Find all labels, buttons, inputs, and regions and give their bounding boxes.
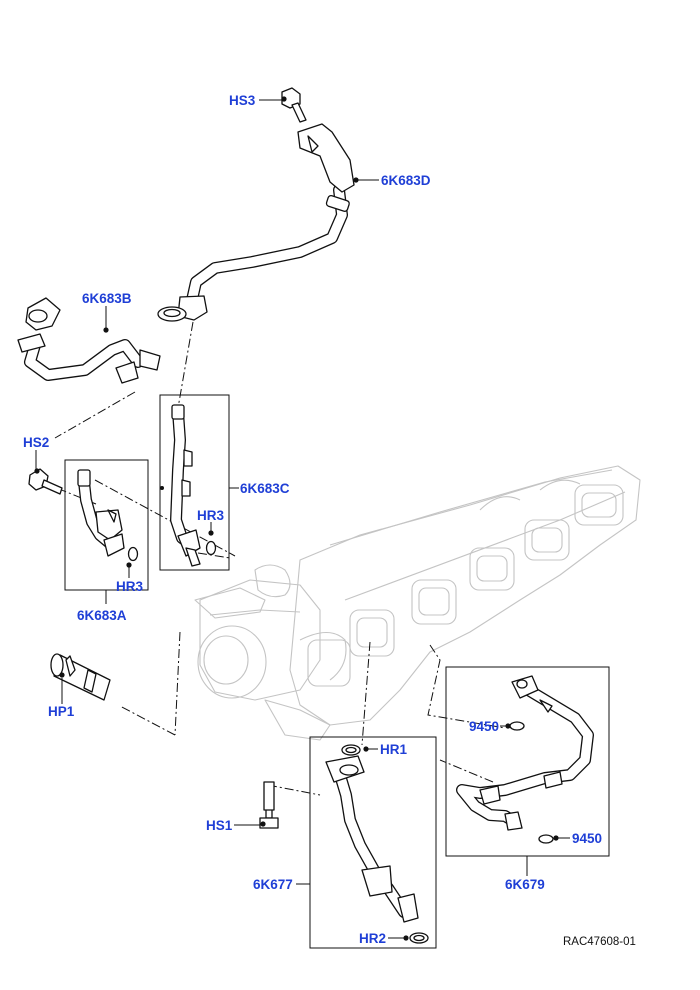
bolt-hs1	[259, 781, 279, 829]
pipe-6k683c	[160, 404, 201, 567]
label-6k677: 6K677	[253, 877, 293, 892]
label-hr3-left: HR3	[116, 579, 143, 594]
o-ring-hr3-right	[205, 530, 217, 556]
hose-6k683d	[157, 123, 355, 322]
group-box-6k683c	[159, 394, 230, 571]
label-6k683d: 6K683D	[381, 173, 431, 188]
manifold-ghost	[194, 465, 641, 741]
bolt-hs2	[28, 468, 63, 495]
label-6k683c: 6K683C	[240, 481, 290, 496]
label-hs3: HS3	[229, 93, 256, 108]
label-6k683a: 6K683A	[77, 608, 127, 623]
pipe-6k683a	[77, 469, 125, 557]
label-6k679: 6K679	[505, 877, 545, 892]
group-box-6k683a	[64, 459, 149, 591]
pipe-6k679	[456, 675, 594, 831]
label-9450-bottom: 9450	[572, 831, 602, 846]
bolt-hs3	[281, 87, 307, 123]
label-9450-top: 9450	[469, 719, 499, 734]
boot-hp1	[50, 653, 111, 701]
label-hr3-right: HR3	[197, 508, 224, 523]
assembly-lines	[41, 321, 506, 796]
group-box-6k679	[445, 666, 610, 857]
washer-9450-bottom	[538, 834, 559, 844]
o-ring-hr1	[341, 744, 369, 756]
label-hs1: HS1	[206, 818, 233, 833]
label-hs2: HS2	[23, 435, 49, 450]
hose-6k683b	[17, 297, 161, 384]
leader-lines	[35, 99, 570, 939]
label-6k683b: 6K683B	[82, 291, 132, 306]
o-ring-hr2	[403, 932, 429, 944]
o-ring-hr3-left	[126, 546, 139, 568]
reference-code: RAC47608-01	[563, 936, 636, 948]
group-box-6k677	[309, 736, 437, 949]
label-hr1: HR1	[380, 742, 407, 757]
washer-9450-top	[505, 721, 525, 731]
label-hp1: HP1	[48, 704, 75, 719]
pipe-6k677	[325, 755, 419, 923]
label-hr2: HR2	[359, 931, 386, 946]
